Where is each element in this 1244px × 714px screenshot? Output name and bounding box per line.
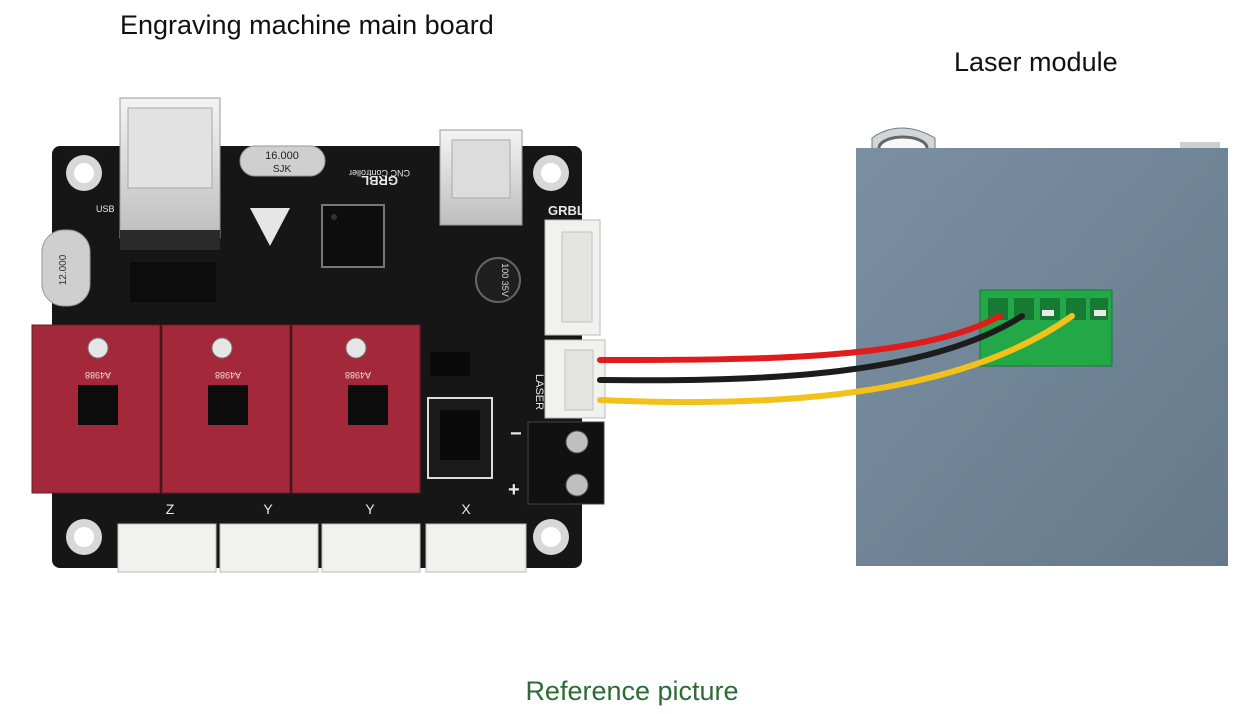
axis-label-x: X (461, 501, 471, 517)
brand-label: GRBL (361, 173, 398, 188)
mounting-holes (66, 155, 569, 555)
usb-label: USB (96, 204, 115, 214)
axis-label-y2: Y (365, 501, 375, 517)
axis-label-z: Z (166, 501, 175, 517)
svg-text:100 35V: 100 35V (500, 263, 510, 297)
minus-label: − (510, 423, 522, 445)
wire-red (597, 313, 1003, 363)
driver-ic (130, 262, 216, 302)
ext-connector (544, 219, 601, 336)
crystal-12mhz: 12.000 (41, 229, 91, 307)
axis-connectors (117, 523, 527, 573)
power-terminal (527, 421, 605, 505)
stepper-driver-2: A4988 (161, 324, 291, 494)
mcu-chip (321, 204, 385, 268)
brand-label-right: GRBL (548, 203, 585, 218)
svg-text:A4988: A4988 (215, 370, 241, 380)
stepper-driver-1: A4988 (31, 324, 161, 494)
wire-black (597, 313, 1025, 384)
logo-icon (250, 208, 290, 246)
plus-label: + (508, 479, 520, 501)
header-connector (439, 129, 523, 226)
crystal-16mhz: 16.000 SJK (239, 145, 326, 177)
svg-text:12.000: 12.000 (58, 254, 69, 285)
laser-module-caption: Laser module (954, 47, 1118, 77)
main-board: USB 16.000 SJK 12.000 GRBL CNC Controlle… (31, 97, 606, 573)
laser-port-label: LASER (533, 374, 545, 410)
svg-text:A4988: A4988 (345, 370, 371, 380)
svg-text:16.000: 16.000 (265, 150, 299, 162)
laser-connector (544, 339, 606, 419)
electrolytic-capacitor: 100 35V (475, 257, 521, 303)
svg-text:A4988: A4988 (85, 370, 111, 380)
mosfet (427, 397, 493, 479)
small-transistor (430, 352, 470, 376)
svg-text:SJK: SJK (273, 164, 292, 175)
axis-label-y1: Y (263, 501, 273, 517)
usb-connector (119, 97, 221, 250)
reference-caption: Reference picture (525, 676, 739, 706)
stepper-driver-3: A4988 (291, 324, 421, 494)
wires (597, 313, 1075, 406)
wire-yellow (597, 313, 1075, 406)
brand-subtitle: CNC Controller (349, 168, 410, 178)
main-board-caption: Engraving machine main board (120, 10, 494, 40)
